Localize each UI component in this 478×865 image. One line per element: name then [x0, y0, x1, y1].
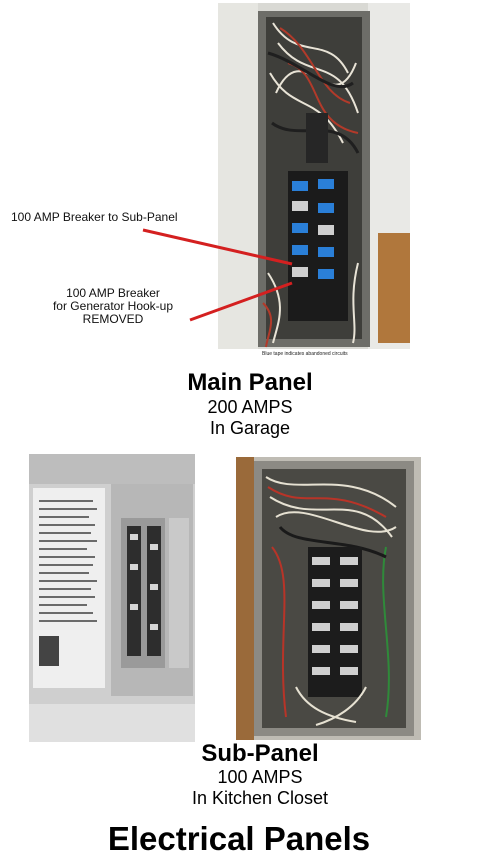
annotation-subpanel-breaker: 100 AMP Breaker to Sub-Panel [11, 210, 178, 224]
page-title: Electrical Panels [107, 820, 371, 857]
subpanel-location: In Kitchen Closet [191, 788, 329, 808]
annotation-arrows [142, 228, 293, 322]
blue-tape-note: Blue tape indicates abandoned circuits [262, 351, 348, 357]
main-panel-rating: 200 AMPS [207, 397, 293, 417]
main-panel-title: Main Panel [187, 369, 313, 396]
subpanel-caption: Sub-Panel 100 AMPS In Kitchen Closet [130, 741, 390, 809]
subpanel-title: Sub-Panel [201, 740, 319, 767]
subpanel-interior-photo [236, 457, 421, 740]
annotation-generator-line2: for Generator Hook-up [52, 299, 174, 313]
subpanel-rating: 100 AMPS [217, 767, 303, 787]
subpanel-door-photo [29, 454, 195, 742]
annotation-generator-line1: 100 AMP Breaker [66, 286, 160, 300]
arrow-generator-breaker [189, 281, 293, 322]
annotation-generator-breaker: 100 AMP Breaker for Generator Hook-up RE… [28, 287, 198, 326]
main-panel-photo [218, 3, 410, 349]
annotation-generator-line3: REMOVED [82, 312, 144, 326]
arrow-subpanel-breaker [142, 228, 293, 266]
main-panel-location: In Garage [209, 418, 291, 438]
main-panel-caption: Main Panel 200 AMPS In Garage [150, 369, 350, 439]
